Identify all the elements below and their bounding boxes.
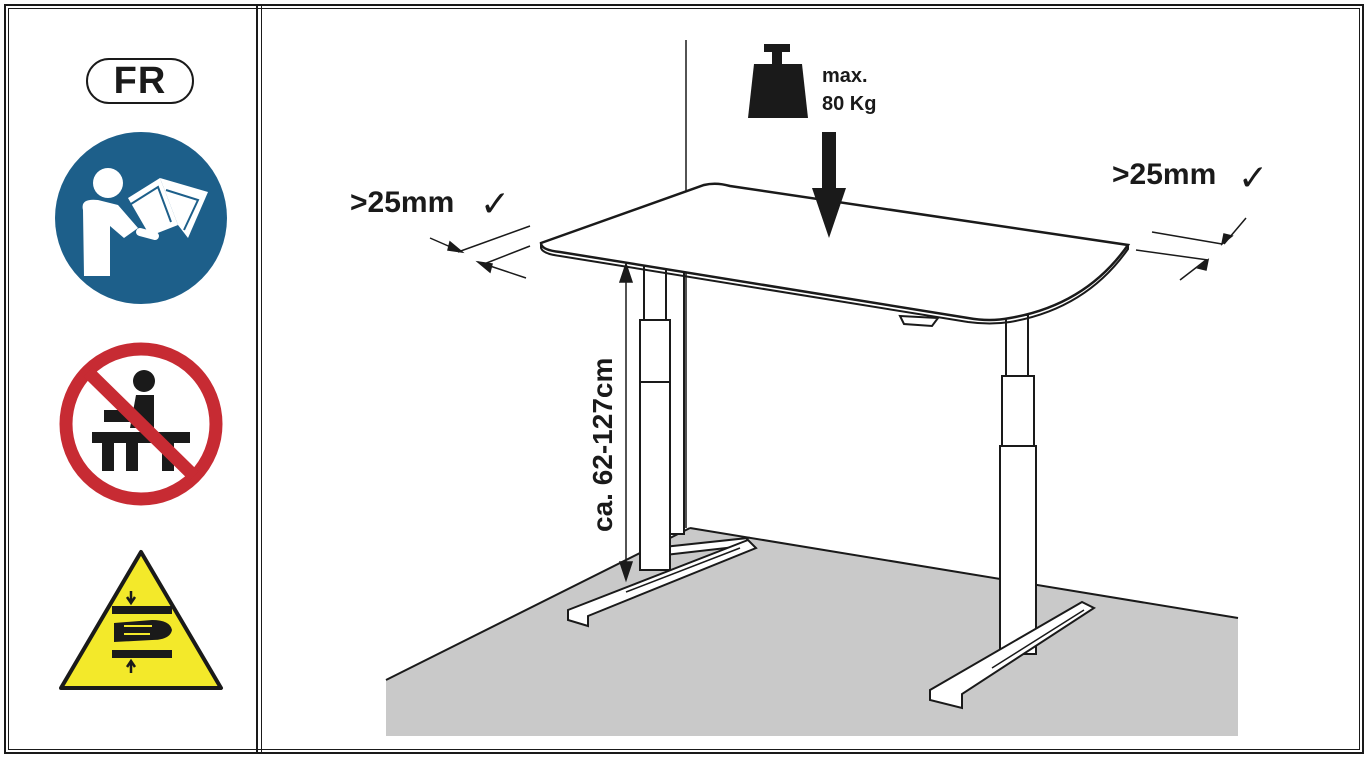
no-sitting-icon	[59, 342, 223, 506]
load-arrow	[812, 132, 846, 238]
weight-icon	[748, 44, 808, 118]
safety-icons	[55, 132, 227, 690]
clearance-left-dimension	[429, 225, 531, 279]
load-label-max: max.	[822, 65, 868, 87]
control-panel	[898, 314, 940, 328]
desk-leg-right	[929, 314, 1097, 710]
desk-leg-left	[567, 265, 758, 628]
check-left-icon: ✓	[480, 183, 510, 224]
outer-frame	[4, 4, 1364, 754]
column-divider	[256, 6, 258, 752]
inner-frame	[8, 8, 1360, 750]
desktop-surface	[539, 182, 1131, 325]
load-label-value: 80 Kg	[822, 93, 876, 115]
column-divider-inner	[261, 6, 262, 752]
clearance-left-label: >25mm	[350, 186, 454, 219]
height-dimension	[618, 261, 634, 583]
read-manual-icon	[55, 132, 227, 304]
height-range-label: ca. 62-127cm	[587, 358, 618, 532]
floor	[386, 528, 1238, 736]
clearance-right-label: >25mm	[1112, 158, 1216, 191]
language-badge: FR	[86, 58, 194, 104]
clearance-right-dimension	[1135, 217, 1247, 281]
crush-hazard-warning-icon	[59, 550, 223, 690]
check-right-icon: ✓	[1238, 157, 1268, 198]
